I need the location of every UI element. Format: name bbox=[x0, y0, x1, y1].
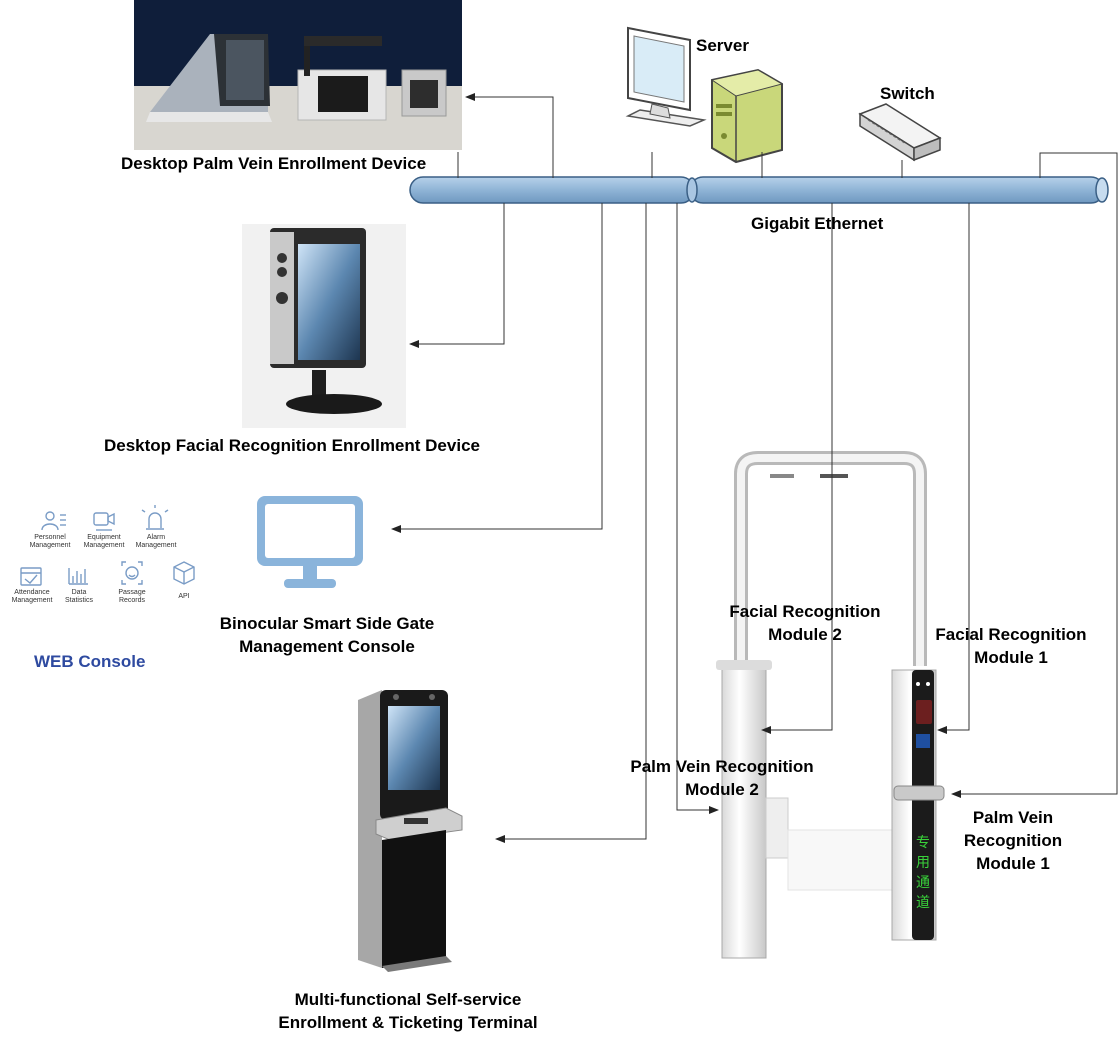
self-service-kiosk-photo bbox=[358, 690, 463, 972]
face-scan-icon bbox=[121, 561, 143, 585]
kiosk-label-line1: Multi-functional Self-service bbox=[294, 990, 522, 1009]
palm-module-1-line1: Palm Vein bbox=[972, 808, 1054, 827]
gate-panel-char: 道 bbox=[916, 895, 930, 911]
web-module-data: Data Statistics bbox=[49, 589, 109, 605]
server-label: Server bbox=[696, 36, 749, 55]
cube-icon bbox=[173, 561, 195, 585]
bar-chart-icon bbox=[68, 568, 88, 585]
link-palm-enrollment bbox=[465, 93, 554, 178]
kiosk-label-line2: Enrollment & Ticketing Terminal bbox=[278, 1013, 538, 1032]
gigabit-ethernet-label: Gigabit Ethernet bbox=[751, 214, 884, 233]
gate-panel-char: 通 bbox=[916, 875, 930, 891]
web-module-api: API bbox=[154, 593, 214, 601]
switch-label: Switch bbox=[880, 84, 935, 103]
face-module-2-line1: Facial Recognition bbox=[729, 602, 881, 621]
palm-module-1-label: Palm Vein Recognition Module 1 bbox=[950, 806, 1076, 875]
console-label: Binocular Smart Side Gate Management Con… bbox=[190, 612, 464, 658]
console-label-line1: Binocular Smart Side Gate bbox=[219, 614, 435, 633]
face-enrollment-label: Desktop Facial Recognition Enrollment De… bbox=[104, 436, 480, 455]
palm-module-2-label: Palm Vein Recognition Module 2 bbox=[604, 755, 840, 801]
web-module-label-1: Passage bbox=[118, 589, 146, 596]
person-list-icon bbox=[41, 511, 66, 531]
face-module-2-line2: Module 2 bbox=[768, 625, 842, 644]
web-console-title: WEB Console bbox=[34, 652, 146, 671]
link-face-enrollment bbox=[409, 203, 505, 348]
web-module-label-1: API bbox=[178, 593, 190, 600]
face-module-1-line2: Module 1 bbox=[974, 648, 1048, 667]
link-console bbox=[391, 203, 603, 533]
web-module-label-2: Management bbox=[11, 597, 53, 604]
web-module-label-2: Management bbox=[29, 542, 71, 549]
web-module-alarm: Alarm Management bbox=[126, 534, 186, 550]
web-module-label-1: Equipment bbox=[87, 534, 121, 541]
calendar-check-icon bbox=[20, 567, 42, 586]
facial-enrollment-device-photo bbox=[242, 224, 406, 428]
web-module-label-2: Statistics bbox=[64, 597, 93, 604]
link-palm-module-2 bbox=[676, 203, 719, 814]
palm-enrollment-label: Desktop Palm Vein Enrollment Device bbox=[121, 154, 427, 173]
web-module-label-1: Personnel bbox=[34, 534, 66, 541]
camera-icon bbox=[93, 512, 115, 531]
smart-side-gate-photo: 专 用 通 道 bbox=[716, 451, 945, 959]
web-module-label-1: Alarm bbox=[146, 534, 166, 541]
web-module-label-2: Management bbox=[83, 542, 125, 549]
console-label-line2: Management Console bbox=[239, 637, 415, 656]
web-module-label-1: Attendance bbox=[14, 589, 50, 596]
alarm-light-icon bbox=[141, 505, 169, 530]
palm-vein-enrollment-device-photo bbox=[134, 0, 462, 150]
face-module-1-label: Facial Recognition Module 1 bbox=[912, 623, 1110, 669]
gate-panel-char: 专 bbox=[916, 835, 930, 851]
gate-panel-char: 用 bbox=[916, 855, 930, 871]
palm-module-1-line2: Recognition bbox=[963, 831, 1063, 850]
link-face-module-1 bbox=[937, 203, 970, 734]
face-module-2-label: Facial Recognition Module 2 bbox=[706, 600, 904, 646]
web-module-equipment: Equipment Management bbox=[74, 534, 134, 550]
web-module-passage: Passage Records bbox=[102, 589, 162, 605]
switch-icon bbox=[858, 103, 942, 162]
gigabit-ethernet-bus bbox=[409, 176, 1109, 204]
kiosk-label: Multi-functional Self-service Enrollment… bbox=[238, 988, 578, 1034]
web-module-label-2: Records bbox=[118, 597, 146, 604]
web-module-personnel: Personnel Management bbox=[20, 534, 80, 550]
web-module-attendance: Attendance Management bbox=[2, 589, 62, 605]
management-console-monitor-icon bbox=[257, 496, 363, 588]
web-module-label-2: Management bbox=[135, 542, 177, 549]
palm-module-2-line2: Module 2 bbox=[685, 780, 759, 799]
palm-module-1-line3: Module 1 bbox=[976, 854, 1050, 873]
connection-lines bbox=[391, 93, 1118, 843]
web-module-label-1: Data bbox=[71, 589, 87, 596]
palm-module-2-line1: Palm Vein Recognition bbox=[630, 757, 814, 776]
link-kiosk bbox=[495, 203, 647, 843]
server-icon bbox=[625, 26, 784, 164]
link-palm-module-1 bbox=[951, 152, 1118, 798]
web-console-icons bbox=[20, 505, 195, 586]
link-face-module-2 bbox=[761, 203, 833, 734]
face-module-1-line1: Facial Recognition bbox=[935, 625, 1087, 644]
